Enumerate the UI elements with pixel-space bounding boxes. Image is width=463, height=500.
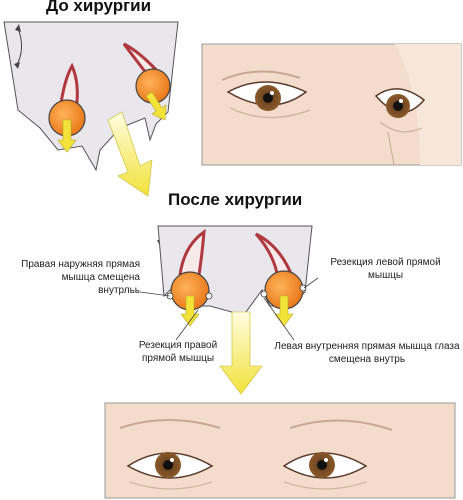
before-eyes-photo xyxy=(201,43,462,166)
leader-left-resection xyxy=(303,277,319,289)
after-right-eye-arrow xyxy=(180,295,200,327)
after-surgery-heading: После хирургии xyxy=(168,190,303,209)
before-gaze-arrow xyxy=(107,111,153,197)
before-right-eye-arrow xyxy=(57,119,77,153)
label-line: Резекция правой xyxy=(138,340,218,351)
before-anatomy xyxy=(3,21,179,197)
label-right-lateral-muscle: Правая наружняя прямая мышца смещена вну… xyxy=(2,258,140,297)
label-line: Левая внутренняя прямая мышца глаза xyxy=(274,341,460,352)
after-right-eye-muscle xyxy=(178,228,206,285)
after-eyes-photo xyxy=(104,402,456,499)
label-line: Правая наружняя прямая xyxy=(21,259,140,270)
leader-right-resection xyxy=(175,309,199,341)
after-gaze-arrow xyxy=(219,311,263,395)
leader-left-medial xyxy=(263,297,295,341)
before-right-eye-muscle xyxy=(58,62,79,112)
label-line: мышца смещена xyxy=(61,272,140,283)
label-line: прямой мышцы xyxy=(141,353,215,364)
label-right-resection: Резекция правой прямой мышцы xyxy=(128,339,228,365)
leader-right-lateral xyxy=(139,291,171,297)
label-left-medial-muscle: Левая внутренняя прямая мышца глаза смещ… xyxy=(272,340,462,366)
label-line: мышцы xyxy=(368,270,403,281)
label-line: внутрльь xyxy=(98,285,140,296)
before-left-eye-arrow xyxy=(145,91,167,121)
before-surgery-heading: До хирургии xyxy=(46,0,152,15)
label-line: смещена внутрь xyxy=(328,354,406,365)
after-left-eye-muscle xyxy=(254,232,295,280)
after-left-eye-arrow xyxy=(274,295,294,327)
label-line: Резекция левой прямой xyxy=(330,257,441,268)
label-left-resection: Резекция левой прямой мышцы xyxy=(318,256,453,282)
after-anatomy xyxy=(139,225,319,395)
